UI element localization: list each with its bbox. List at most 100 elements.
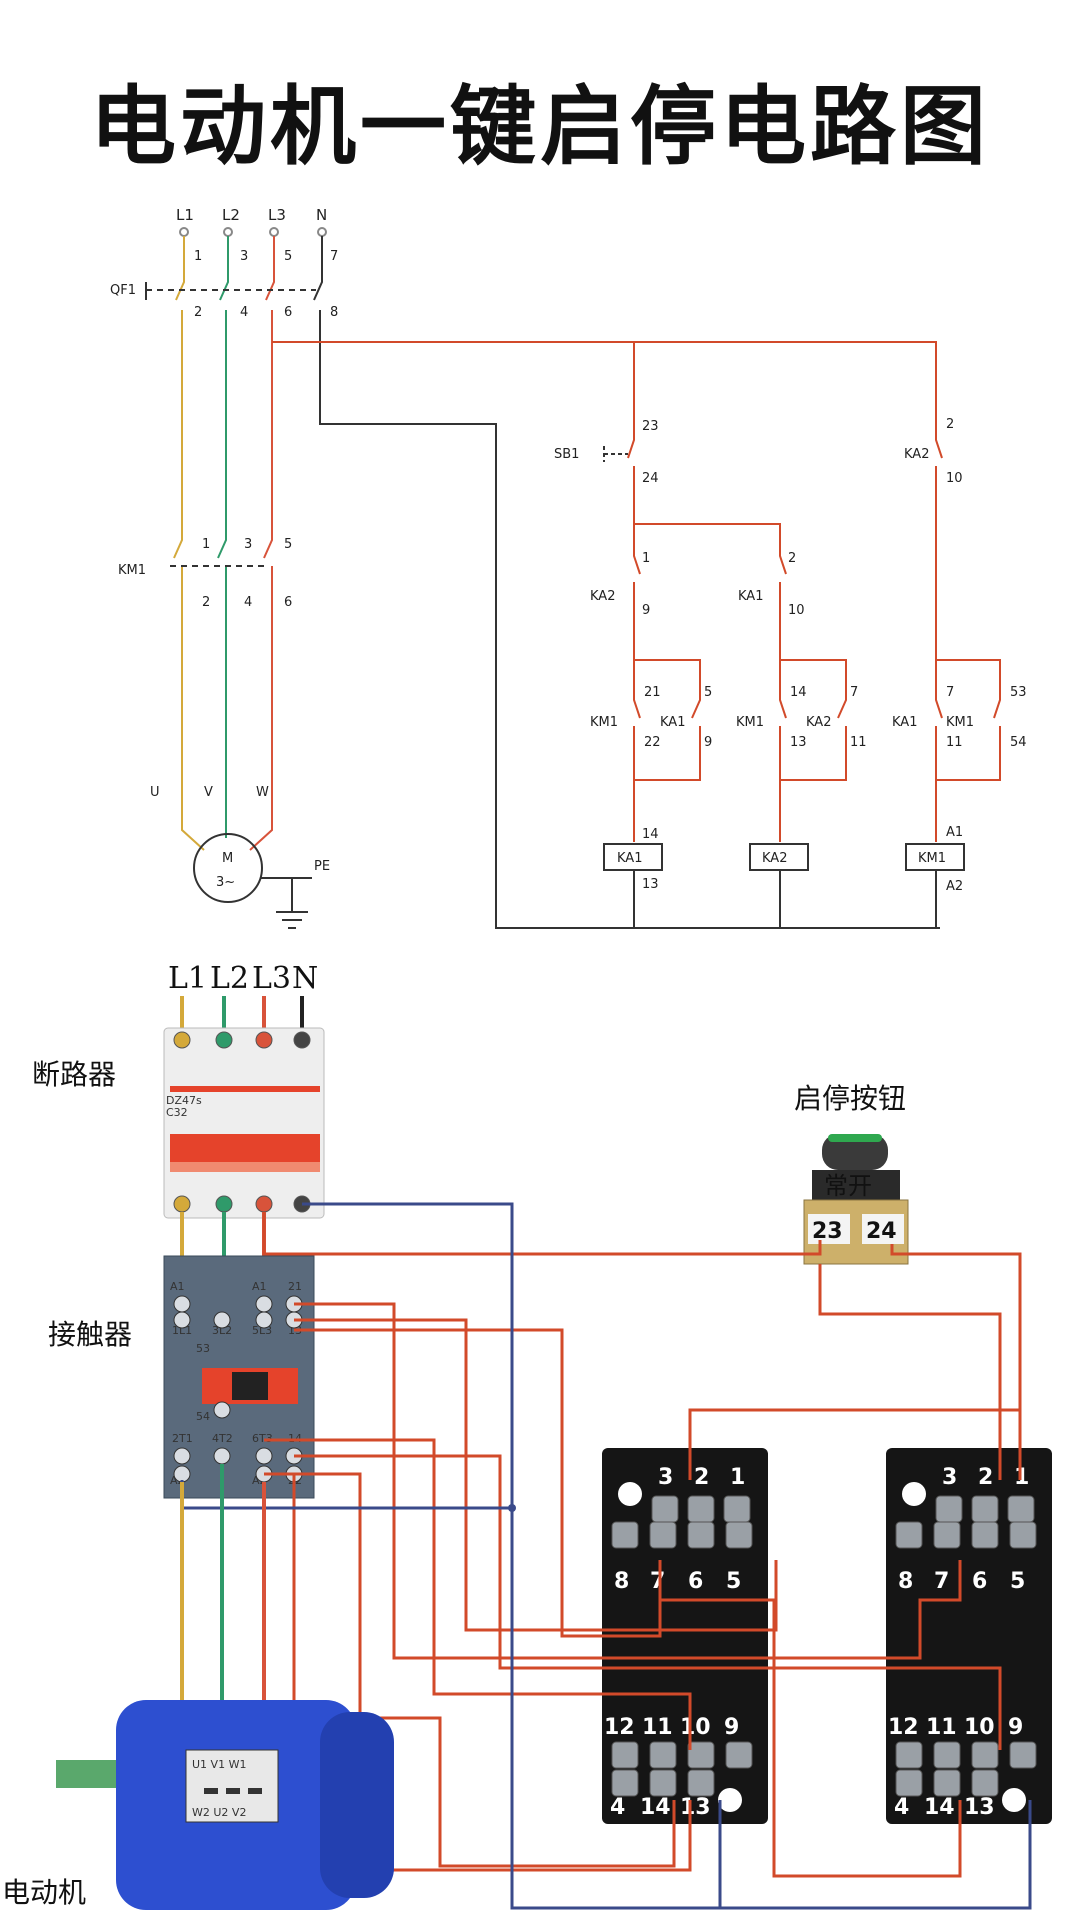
qf1-label: QF1 [110,283,136,298]
l3-line [249,310,273,851]
svg-text:3~: 3~ [216,875,235,890]
svg-text:KA1: KA1 [617,851,642,866]
svg-text:21: 21 [644,685,661,700]
page-title: 电动机一键启停电路图 [90,77,990,177]
breaker-label: 断路器 [32,1058,116,1091]
svg-text:9: 9 [1008,1715,1023,1740]
svg-text:KA2: KA2 [904,447,929,462]
svg-text:14: 14 [790,685,807,700]
svg-text:23: 23 [812,1219,843,1244]
svg-text:4: 4 [610,1795,625,1820]
svg-text:KA1: KA1 [660,715,685,730]
motor-shaft [56,1760,120,1788]
schematic: L1 L2 L3 N QF1 1 3 5 7 2 4 6 8 [110,206,1027,929]
svg-text:21: 21 [288,1280,302,1293]
svg-text:7: 7 [650,1569,665,1594]
svg-text:2: 2 [788,551,796,566]
svg-text:14: 14 [924,1795,955,1820]
l1-line [173,310,205,851]
svg-text:4T2: 4T2 [212,1432,233,1445]
svg-text:3: 3 [244,537,252,552]
contactor-label: 接触器 [48,1318,132,1351]
phase-label-l2: L2 [222,206,240,224]
svg-text:11: 11 [850,735,867,750]
svg-text:8: 8 [898,1569,913,1594]
svg-text:4: 4 [244,595,252,610]
svg-text:9: 9 [724,1715,739,1740]
svg-text:13: 13 [964,1795,995,1820]
svg-text:3: 3 [240,249,248,264]
relay-socket-1: 3 2 1 8 7 6 5 12 11 10 9 4 14 13 [602,1448,768,1824]
svg-text:KM1: KM1 [918,851,946,866]
control-wires [262,1212,1022,1878]
svg-text:6: 6 [284,595,292,610]
svg-text:11: 11 [642,1715,673,1740]
svg-text:SB1: SB1 [554,447,579,462]
coil-ka1 [603,843,663,871]
svg-text:2: 2 [202,595,210,610]
svg-text:1: 1 [1014,1465,1029,1490]
svg-text:A1: A1 [946,825,963,840]
svg-text:6: 6 [972,1569,987,1594]
svg-text:7: 7 [934,1569,949,1594]
wiring-diagram: L1 L2 L3 N 断路器 DZ47s C32 接触器 A1 [2,961,1052,1910]
svg-text:5: 5 [704,685,712,700]
wiring-phase-l1: L1 [168,961,207,996]
svg-text:KA2: KA2 [806,715,831,730]
svg-text:1: 1 [194,249,202,264]
phase-label-l1: L1 [176,206,194,224]
svg-text:A1: A1 [252,1280,267,1293]
motor-symbol [193,833,263,903]
svg-text:5: 5 [284,249,292,264]
wiring-phase-l3: L3 [252,961,291,996]
svg-text:24: 24 [642,471,659,486]
breaker [163,1027,325,1219]
svg-text:6: 6 [688,1569,703,1594]
km1-main-label: KM1 [118,563,146,578]
svg-text:1: 1 [730,1465,745,1490]
svg-text:W2 U2 V2: W2 U2 V2 [192,1806,246,1819]
svg-text:6T3: 6T3 [252,1432,273,1445]
svg-text:13: 13 [642,877,659,892]
svg-text:23: 23 [642,419,659,434]
svg-text:13: 13 [790,735,807,750]
svg-text:6: 6 [284,305,292,320]
svg-text:DZ47s: DZ47s [166,1094,202,1107]
svg-text:7: 7 [330,249,338,264]
svg-text:C32: C32 [166,1106,188,1119]
push-button [822,1134,888,1170]
svg-text:54: 54 [196,1410,210,1423]
svg-text:1: 1 [642,551,650,566]
svg-text:14: 14 [640,1795,671,1820]
l2-line [217,310,227,838]
svg-text:7: 7 [946,685,954,700]
svg-text:53: 53 [1010,685,1027,700]
svg-text:13: 13 [680,1795,711,1820]
svg-text:1L1: 1L1 [172,1324,192,1337]
coil-km1 [905,843,965,871]
svg-text:11: 11 [926,1715,957,1740]
svg-text:7: 7 [850,685,858,700]
svg-text:PE: PE [314,859,330,874]
svg-text:4: 4 [894,1795,909,1820]
svg-text:A2: A2 [946,879,963,894]
svg-text:54: 54 [1010,735,1027,750]
svg-text:W: W [256,785,269,800]
svg-text:2: 2 [694,1465,709,1490]
svg-text:14: 14 [642,827,659,842]
svg-text:KM1: KM1 [946,715,974,730]
svg-text:2: 2 [946,417,954,432]
svg-text:U1 V1 W1: U1 V1 W1 [192,1758,246,1771]
svg-text:10: 10 [946,471,963,486]
phase-label-n: N [316,206,327,224]
svg-text:A1: A1 [170,1280,185,1293]
svg-text:53: 53 [196,1342,210,1355]
svg-text:3L2: 3L2 [212,1324,232,1337]
svg-text:8: 8 [614,1569,629,1594]
wiring-phase-l2: L2 [210,961,249,996]
svg-text:KA2: KA2 [762,851,787,866]
svg-text:KM1: KM1 [590,715,618,730]
svg-text:24: 24 [866,1219,897,1244]
svg-text:5: 5 [1010,1569,1025,1594]
